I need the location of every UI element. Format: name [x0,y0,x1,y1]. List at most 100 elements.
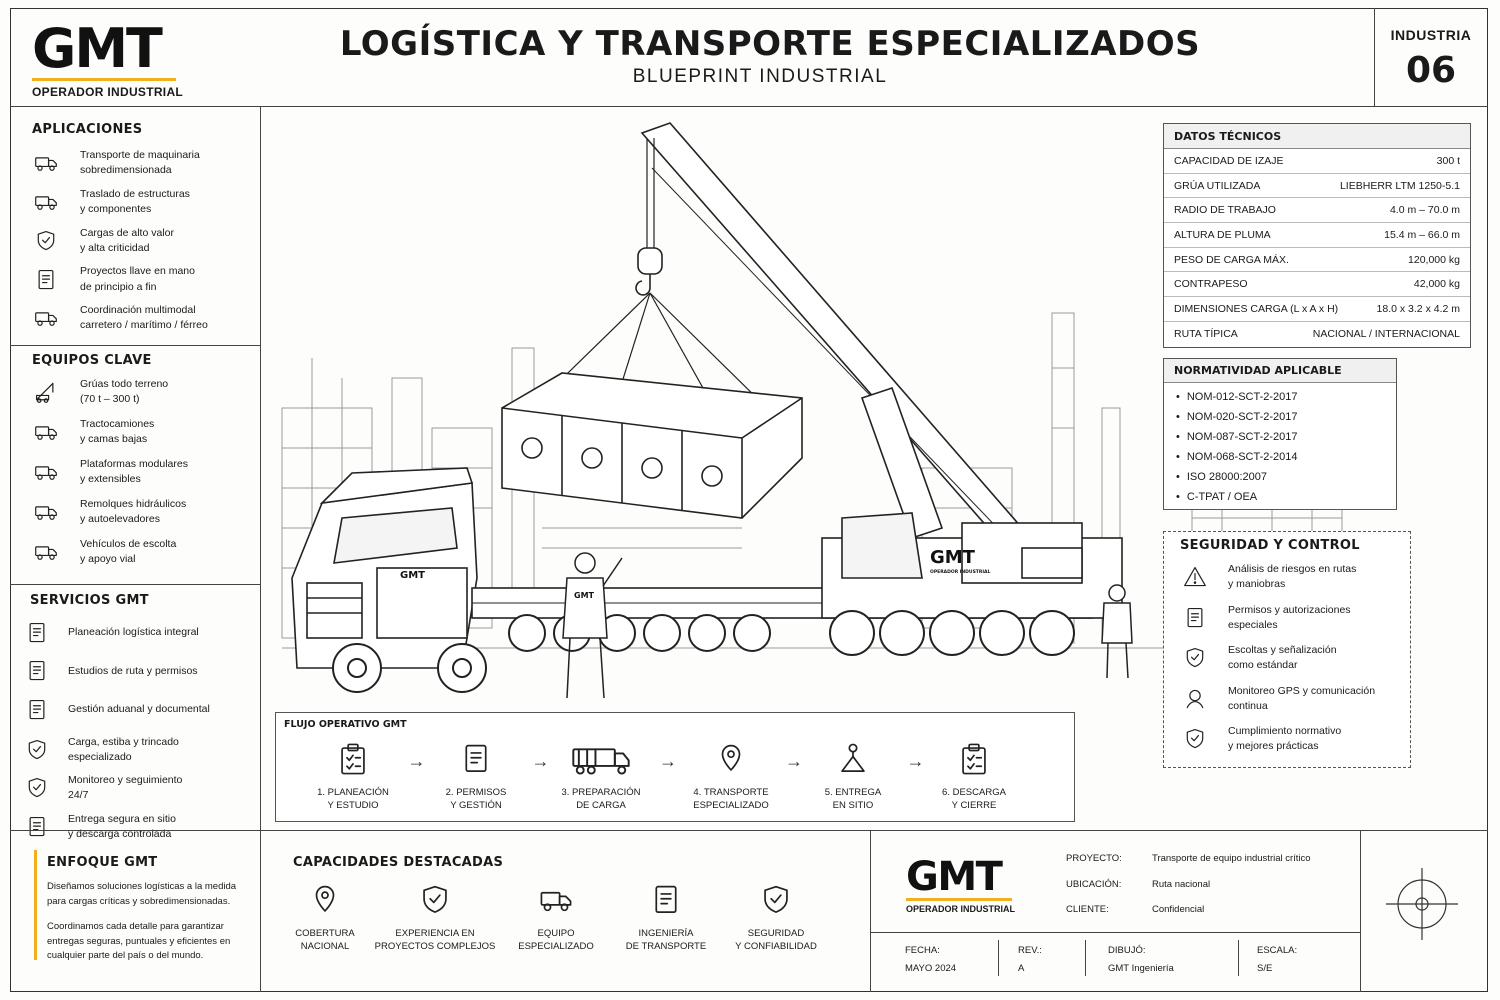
list-item-text: Monitoreo y seguimiento 24/7 [68,774,183,802]
crane-truck-illustration: GMT GMT OPERADOR INDUSTRIAL GMT [281,122,1352,699]
truck-logo: GMT [400,570,425,581]
row-value: 18.0 x 3.2 x 4.2 m [1376,303,1460,316]
row-label: DIMENSIONES CARGA (L x A x H) [1174,303,1339,316]
list-item-text: Cumplimiento normativo y mejores práctic… [1228,725,1342,753]
list-item: Escoltas y señalización como estándar [1180,643,1337,673]
norm-item: NOM-068-SCT-2-2014 [1164,447,1396,467]
norm-item: ISO 28000:2007 [1164,467,1396,487]
proyecto-value: Transporte de equipo industrial crítico [1152,853,1311,864]
list-item-text: Remolques hidráulicos y autoelevadores [80,498,187,526]
list-item: Traslado de estructuras y componentes [30,187,190,217]
normatividad-box: NORMATIVIDAD APLICABLE NOM-012-SCT-2-201… [1163,358,1397,510]
capacidades-title: CAPACIDADES DESTACADAS [293,855,504,870]
list-item-text: Monitoreo GPS y comunicación continua [1228,684,1376,712]
list-item-text: Análisis de riesgos en rutas y maniobras [1228,563,1357,591]
capacidad-label: EQUIPO ESPECIALIZADO [518,928,594,952]
servicios-title: SERVICIOS GMT [30,593,149,608]
check-shield-icon [1180,726,1210,752]
capacidad-label: INGENIERÍA DE TRANSPORTE [625,928,707,952]
aplicaciones-title: APLICACIONES [32,122,143,137]
dibujo-label: DIBUJÓ: [1108,945,1146,956]
list-item-text: Coordinación multimodal carretero / marí… [80,304,208,332]
escala-label: ESCALA: [1257,945,1298,956]
list-item: Grúas todo terreno (70 t – 300 t) [30,377,168,407]
list-item-text: Transporte de maquinaria sobredimensiona… [80,149,200,177]
row-label: CAPACIDAD DE IZAJE [1174,155,1284,167]
truck-icon [30,150,62,176]
fecha-label: FECHA: [905,945,940,956]
flow-step-label: 5. ENTREGA EN SITIO [824,787,882,811]
proyecto-label: PROYECTO: [1066,853,1122,864]
escort-vehicle-icon [30,539,62,565]
row-value: 15.4 m – 66.0 m [1384,229,1460,242]
list-item-text: Permisos y autorizaciones especiales [1228,603,1351,631]
row-value: 4.0 m – 70.0 m [1389,204,1460,217]
row-value: NACIONAL / INTERNACIONAL [1312,327,1460,340]
list-item: Carga, estiba y trincado especializado [24,735,179,765]
list-item: Monitoreo y seguimiento 24/7 [24,773,182,803]
fecha-value: MAYO 2024 [905,963,957,974]
norm-item: NOM-020-SCT-2-2017 [1164,407,1396,427]
norm-item: C-TPAT / OEA [1164,487,1396,507]
list-item-text: Tractocamiones y camas bajas [80,418,155,446]
list-item-text: Escoltas y señalización como estándar [1228,644,1337,672]
row-value: 300 t [1436,155,1460,167]
flow-step-label: 6. DESCARGA Y CIERRE [942,787,1006,811]
tractor-truck-icon [30,419,62,445]
list-item: Plataformas modulares y extensibles [30,457,188,487]
norm-item: NOM-087-SCT-2-2017 [1164,427,1396,447]
delivery-icon [24,814,50,840]
capacidad-item: COBERTURA NACIONAL [260,882,390,954]
hook-icon [798,741,908,777]
monitor-icon [24,775,50,801]
checklist-icon [919,741,1029,777]
title-block-logo-subtitle: OPERADOR INDUSTRIAL [906,904,1016,914]
row-label: GRÚA UTILIZADA [1174,179,1261,192]
document-check-icon [421,741,531,777]
blueprint-frame [10,8,1488,992]
list-item: Monitoreo GPS y comunicación continua [1180,684,1375,714]
list-item-text: Proyectos llave en mano de principio a f… [80,265,195,293]
gps-icon [1180,686,1210,712]
title-block-logo-text: GMT [906,854,1003,900]
title-block-logo: GMT OPERADOR INDUSTRIAL [906,857,1015,914]
list-item: Tractocamiones y camas bajas [30,417,154,447]
truck-structure-icon [30,189,62,215]
list-item: Remolques hidráulicos y autoelevadores [30,497,186,527]
capacidad-item: INGENIERÍA DE TRANSPORTE [601,882,731,954]
arrow-right-icon: → [785,751,803,771]
list-item: Cargas de alto valor y alta criticidad [30,226,174,256]
flow-step: 6. DESCARGA Y CIERRE [919,741,1029,813]
capacidad-item: EXPERIENCIA EN PROYECTOS COMPLEJOS [370,882,500,954]
warning-icon [1180,564,1210,590]
list-item: Proyectos llave en mano de principio a f… [30,264,195,294]
row-label: RUTA TÍPICA [1174,327,1238,340]
header-logo: GMT OPERADOR INDUSTRIAL [32,22,183,99]
engineering-doc-icon [601,882,731,918]
list-item: Vehículos de escolta y apoyo vial [30,537,176,567]
lowbed-truck-icon [546,741,656,777]
crosshair-target-icon [1386,868,1458,940]
planning-icon [24,620,50,646]
row-value: LIEBHERR LTM 1250-5.1 [1339,179,1460,192]
arrow-right-icon: → [906,751,925,771]
row-label: PESO DE CARGA MÁX. [1174,253,1289,266]
list-item: Cumplimiento normativo y mejores práctic… [1180,724,1341,754]
flujo-title: FLUJO OPERATIVO GMT [284,719,407,730]
equipos-title: EQUIPOS CLAVE [32,353,152,368]
customs-icon [24,697,50,723]
shield-icon [30,228,62,254]
page-subtitle: BLUEPRINT INDUSTRIAL [632,66,888,87]
capacidad-label: SEGURIDAD Y CONFIABILIDAD [735,928,817,952]
capacidad-label: COBERTURA NACIONAL [295,928,355,952]
capacidad-item: SEGURIDAD Y CONFIABILIDAD [711,882,841,954]
flow-step-label: 1. PLANEACIÓN Y ESTUDIO [317,787,389,811]
table-row: PESO DE CARGA MÁX.120,000 kg [1164,248,1470,273]
arrow-right-icon: → [659,751,677,771]
title-block-accent-bar [906,898,1012,901]
list-item-text: Plataformas modulares y extensibles [80,458,188,486]
crane-icon [30,379,62,405]
